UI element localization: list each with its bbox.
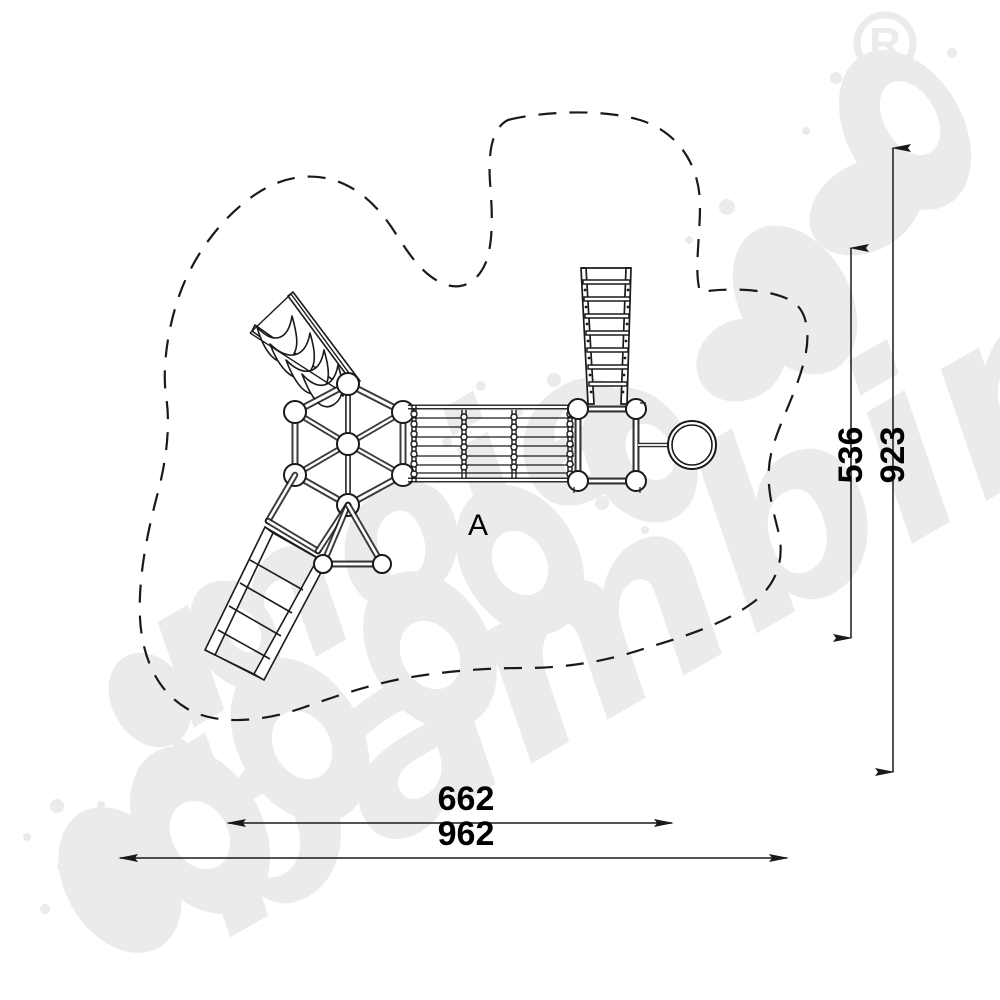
dimension-line-962: 962 (118, 815, 789, 862)
net-bridge (408, 404, 576, 483)
dimension-value-536: 536 (832, 427, 870, 484)
square-platform (567, 398, 647, 493)
hexagonal-platform (283, 372, 415, 517)
steering-wheel (638, 420, 717, 470)
dimension-line-536: 536 (832, 244, 870, 642)
hexagon-node-joints (283, 372, 415, 517)
triangular-deck (313, 501, 392, 574)
bridge-post (460, 410, 468, 478)
platform-node-joints (567, 398, 647, 492)
vertical-ladder (580, 267, 632, 405)
watermark-dots (23, 48, 957, 914)
element-label-a: A (468, 509, 488, 542)
dimension-value-662: 662 (438, 780, 495, 818)
bridge-post (510, 410, 518, 478)
dimension-value-962: 962 (438, 815, 495, 853)
safety-zone-outline (138, 111, 809, 722)
dimension-line-662: 662 (226, 780, 674, 827)
bridge-post (410, 406, 418, 482)
dimension-line-923: 923 (874, 144, 912, 776)
curved-climber (249, 291, 361, 408)
dimension-value-923: 923 (874, 427, 912, 484)
